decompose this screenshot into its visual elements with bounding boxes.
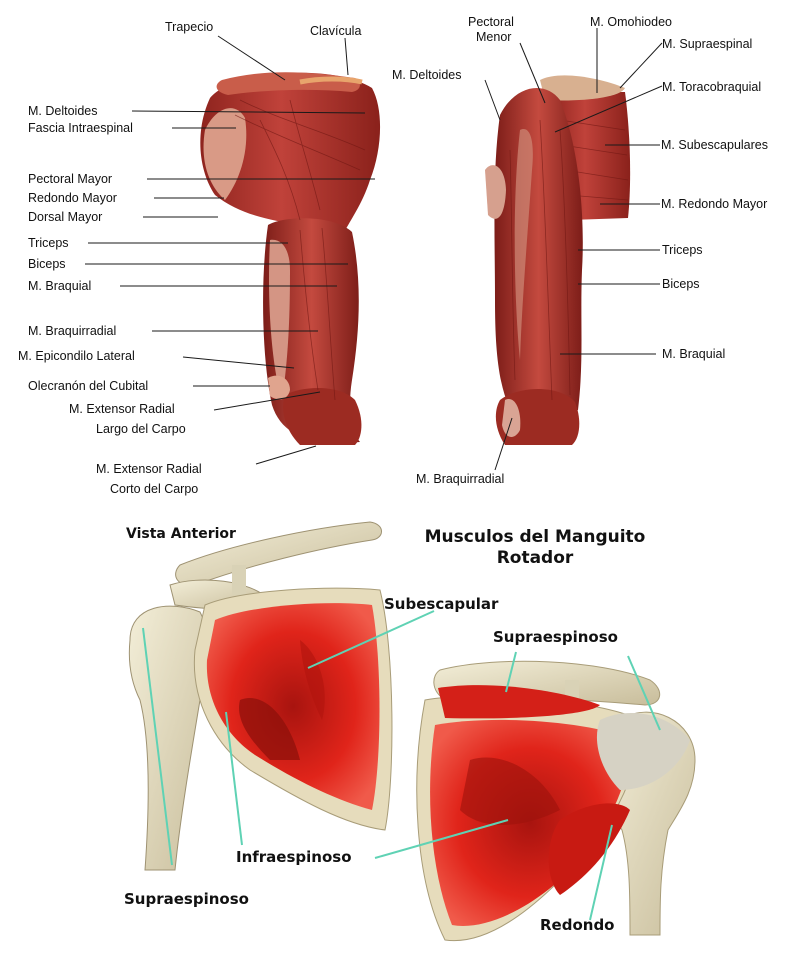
label-deltoides-right: M. Deltoides <box>392 68 461 82</box>
label-extensor-corto-1: M. Extensor Radial <box>96 462 202 476</box>
label-clavicula: Clavícula <box>310 24 361 38</box>
label-supraespinoso-left: Supraespinoso <box>124 890 249 908</box>
label-toracobraquial: M. Toracobraquial <box>662 80 761 94</box>
label-pectoral-mayor: Pectoral Mayor <box>28 172 112 186</box>
diagram-title-line2: Rotador <box>390 548 680 569</box>
label-supraespinal: M. Supraespinal <box>662 37 752 51</box>
label-triceps-left: Triceps <box>28 236 69 250</box>
label-extensor-largo-2: Largo del Carpo <box>96 422 186 436</box>
diagram-title: Musculos del Manguito Rotador <box>390 527 680 569</box>
label-triceps-right: Triceps <box>662 243 703 257</box>
label-extensor-corto-2: Corto del Carpo <box>110 482 198 496</box>
label-dorsal-mayor: Dorsal Mayor <box>28 210 102 224</box>
rotator-cuff-posterior <box>375 652 695 941</box>
label-trapecio: Trapecio <box>165 20 213 34</box>
label-subescapulares: M. Subescapulares <box>661 138 768 152</box>
label-pectoral-menor-1: Pectoral <box>468 15 514 29</box>
label-vista-anterior: Vista Anterior <box>126 526 236 542</box>
label-fascia-intraespinal: Fascia Intraespinal <box>28 121 133 135</box>
label-redondo-mayor-left: Redondo Mayor <box>28 191 117 205</box>
label-omohiodeo: M. Omohiodeo <box>590 15 672 29</box>
label-epicondilo-lateral: M. Epicondilo Lateral <box>18 349 135 363</box>
label-extensor-largo-1: M. Extensor Radial <box>69 402 175 416</box>
label-redondo: Redondo <box>540 916 615 934</box>
label-biceps-right: Biceps <box>662 277 700 291</box>
label-infraespinoso: Infraespinoso <box>236 848 352 866</box>
diagram-title-line1: Musculos del Manguito <box>390 527 680 548</box>
label-braquirradial-right: M. Braquirradial <box>416 472 504 486</box>
label-braquirradial-left: M. Braquirradial <box>28 324 116 338</box>
label-pectoral-menor-2: Menor <box>476 30 511 44</box>
label-braquial-left: M. Braquial <box>28 279 91 293</box>
label-deltoides-left: M. Deltoides <box>28 104 97 118</box>
label-biceps-left: Biceps <box>28 257 66 271</box>
label-subescapular: Subescapular <box>384 595 498 613</box>
rotator-cuff-anterior <box>129 522 434 870</box>
label-braquial-right: M. Braquial <box>662 347 725 361</box>
label-supraespinoso-right: Supraespinoso <box>493 628 618 646</box>
label-olecranon: Olecranón del Cubital <box>28 379 148 393</box>
label-redondo-mayor-right: M. Redondo Mayor <box>661 197 767 211</box>
